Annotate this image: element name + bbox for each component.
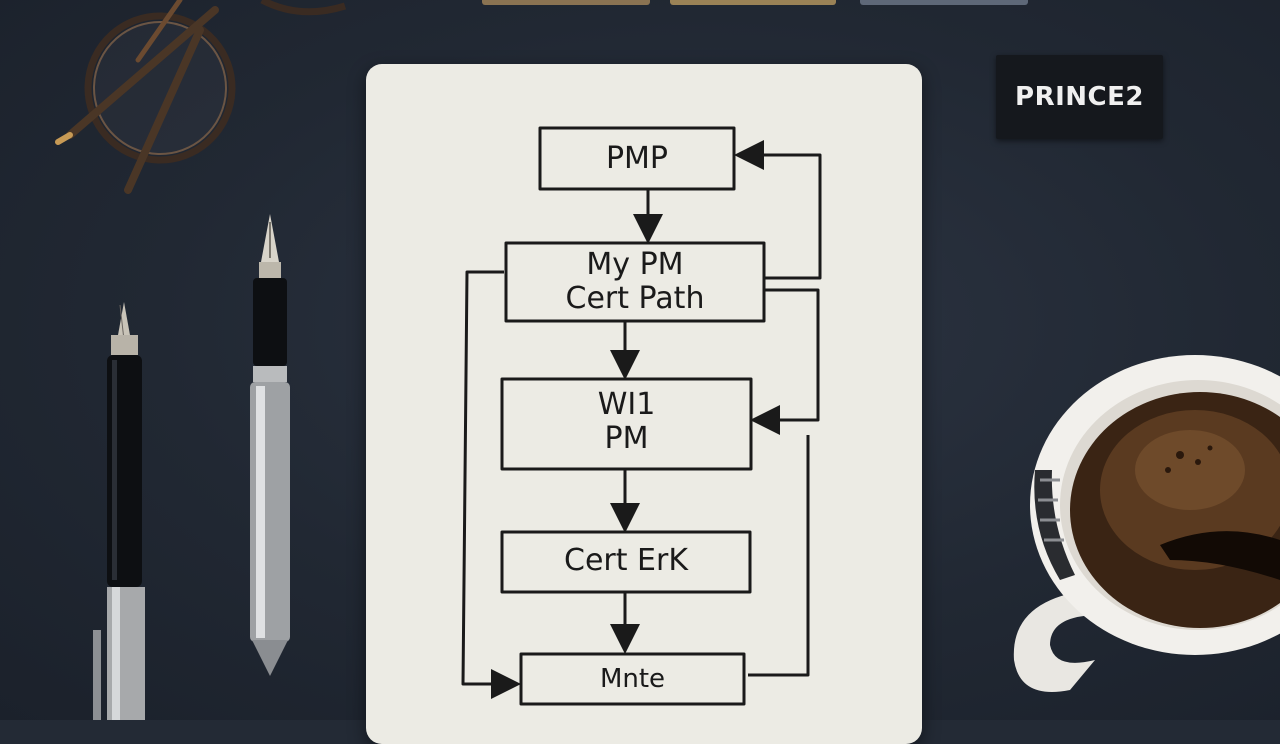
pens bbox=[93, 214, 290, 720]
fountain-pen-silver-icon bbox=[250, 214, 290, 676]
label-pmp: PMP bbox=[605, 141, 669, 176]
label-my-pm-cert-path: My PM Cert Path bbox=[565, 247, 705, 316]
eyeglasses-icon bbox=[55, 0, 347, 194]
loop-right-to-mnte bbox=[748, 435, 810, 677]
loop-left-to-mnte bbox=[461, 270, 521, 699]
coffee-cup-icon bbox=[1013, 355, 1280, 692]
fountain-pen-black-icon bbox=[93, 302, 145, 720]
top-item-left bbox=[482, 0, 650, 5]
label-cert-erk: Cert ErK bbox=[564, 543, 688, 578]
label-mnte: Mnte bbox=[599, 664, 666, 694]
prince2-tag: PRINCE2 bbox=[996, 55, 1163, 139]
label-wi-pm: WI1 PM bbox=[597, 387, 656, 456]
top-item-right bbox=[860, 0, 1028, 5]
notepad bbox=[366, 64, 922, 744]
box-mnte bbox=[519, 652, 746, 706]
loop-path-to-wi bbox=[750, 288, 820, 435]
flowchart bbox=[461, 126, 822, 706]
loop-path-to-pmp bbox=[734, 140, 822, 280]
top-item-middle bbox=[670, 0, 836, 5]
